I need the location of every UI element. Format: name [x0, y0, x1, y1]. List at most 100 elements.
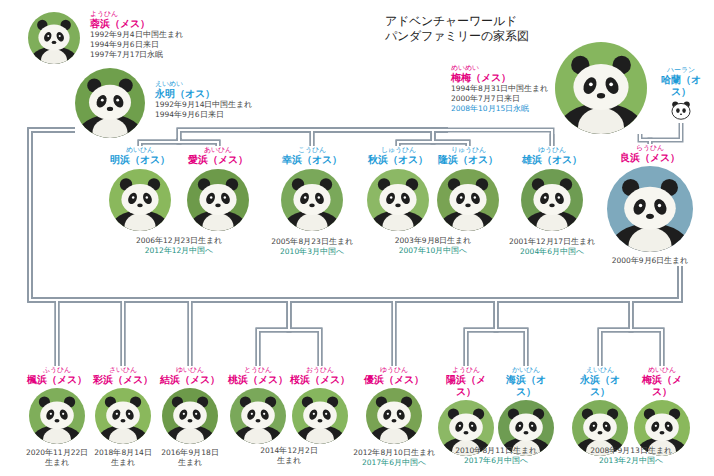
panda-picture	[607, 166, 693, 252]
panda-head	[379, 184, 416, 215]
panda-picture	[75, 68, 145, 138]
photo-frame	[435, 169, 501, 237]
panda-eye	[47, 35, 49, 37]
panda-nose	[255, 419, 260, 422]
family-line-inner	[260, 130, 552, 146]
family-line	[394, 266, 680, 366]
panda-eye-patch	[581, 75, 599, 96]
photo-frame	[270, 169, 354, 237]
family-line-inner	[179, 130, 448, 146]
family-line-inner	[57, 266, 680, 366]
panda-entry: めいひん梅浜（メス）	[633, 366, 691, 460]
family-line-inner	[433, 130, 468, 146]
label-holder: 2010年8月11日生まれ	[446, 446, 546, 456]
family-line-inner	[312, 130, 448, 146]
panda-chest	[41, 49, 67, 64]
panda-head	[449, 184, 486, 215]
name-reading: おうひん	[290, 366, 350, 374]
panda-entry: ようひん陽浜（メス）	[437, 366, 495, 460]
date-note: 2017年6月中国へ	[446, 456, 546, 466]
family-line	[123, 266, 680, 366]
panda-eye	[59, 35, 61, 37]
panda-picture	[521, 169, 583, 231]
panda-name: 哈蘭（オス）	[652, 74, 710, 98]
panda-chest	[297, 213, 328, 231]
panda-head	[89, 85, 131, 120]
name-reading: ふうひん	[26, 366, 88, 374]
name-reading: ハーラン	[652, 66, 710, 74]
family-line-inner	[260, 130, 433, 146]
panda-photo	[607, 166, 693, 252]
date-note: 2005年8月23日生まれ	[270, 237, 354, 247]
panda-eye-patch	[58, 408, 69, 421]
panda-name: 蓉浜（メス）	[90, 18, 198, 30]
panda-eye-patch	[308, 408, 319, 421]
family-line-inner	[394, 266, 680, 366]
family-line-inner	[551, 134, 553, 146]
panda-nose	[215, 203, 221, 207]
panda-photo	[366, 388, 422, 444]
panda-eye	[387, 413, 389, 415]
family-line	[550, 134, 555, 146]
panda-eye	[304, 196, 306, 198]
family-line-inner	[650, 123, 681, 144]
panda-eye-patch	[601, 420, 612, 433]
label-holder: 2003年9月8日生まれ	[383, 236, 483, 246]
panda-photo	[95, 388, 151, 444]
panda-name: 愛浜（メス）	[185, 154, 251, 166]
family-line-inner	[496, 266, 680, 366]
panda-eye-patch	[111, 93, 125, 109]
panda-name: 幸浜（オス）	[270, 154, 354, 166]
panda-name: 梅浜（メス）	[633, 374, 691, 398]
panda-eye	[195, 413, 197, 415]
panda-eye	[531, 425, 533, 427]
panda-eye-patch	[588, 420, 599, 433]
panda-eye	[146, 196, 148, 198]
panda-nose	[309, 203, 315, 207]
panda-picture	[28, 12, 80, 64]
panda-head	[303, 401, 337, 429]
family-line-inner	[398, 130, 448, 146]
photo-frame	[228, 388, 288, 448]
panda-eye-patch	[55, 31, 65, 43]
family-line	[496, 266, 680, 366]
panda-entry: りゅうひん隆浜（オス）	[435, 146, 501, 237]
panda-name: 隆浜（オス）	[435, 154, 501, 166]
panda-name: 明浜（オス）	[107, 154, 173, 166]
panda-name: 優浜（メス）	[352, 374, 437, 386]
family-line-inner	[260, 130, 312, 146]
panda-eye-patch	[313, 191, 325, 205]
date-note: 1994年8月31日中国生まれ 2000年7月7日来日	[451, 84, 551, 104]
panda-eye	[519, 425, 521, 427]
panda-chest	[306, 428, 334, 444]
name-reading: ゆうひん	[507, 146, 597, 154]
panda-name: 桃浜（メス）	[228, 374, 288, 386]
panda-eye	[132, 196, 134, 198]
panda-eye-patch	[204, 191, 216, 205]
panda-picture	[187, 169, 249, 231]
panda-name: 永浜（オス）	[571, 374, 629, 398]
name-reading: めいめい	[451, 64, 551, 72]
family-line-inner	[30, 130, 394, 366]
panda-photo	[187, 169, 249, 231]
panda-eye	[101, 99, 104, 102]
date-note: 2006年12月23日生まれ	[129, 236, 229, 246]
date-note: 2020年11月22日 生まれ	[26, 448, 88, 468]
panda-eye-patch	[321, 408, 332, 421]
panda-entry: しゅうひん秋浜（オス）	[365, 146, 431, 237]
panda-head	[624, 187, 676, 230]
panda-eye-patch	[650, 420, 661, 433]
date-note: 2001年12月17日生まれ	[507, 237, 597, 247]
panda-eye-patch	[652, 197, 669, 217]
name-reading: あいひん	[185, 146, 251, 154]
panda-eye	[224, 196, 226, 198]
panda-eye-patch	[676, 108, 680, 113]
photo-frame	[652, 99, 710, 123]
family-line	[30, 130, 75, 366]
panda-eye-patch	[469, 191, 481, 205]
date-note: 2008年10月15日永眠	[451, 104, 551, 114]
panda-photo	[521, 169, 583, 231]
panda-eye-patch	[384, 191, 396, 205]
panda-entry: えいひん永浜（オス）	[571, 366, 629, 460]
panda-photo	[75, 68, 145, 138]
